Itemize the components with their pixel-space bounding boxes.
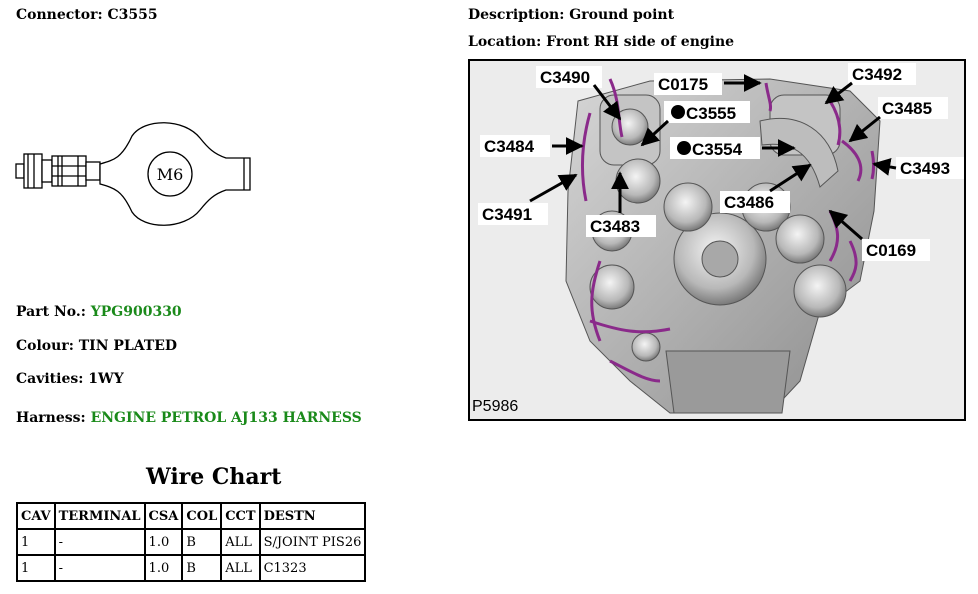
colour-line: Colour: TIN PLATED	[16, 338, 177, 354]
callout-c3490: C3490	[536, 66, 622, 121]
connector-value: C3555	[107, 7, 158, 23]
harness-line: Harness: ENGINE PETROL AJ133 HARNESS	[16, 410, 362, 426]
wire-chart-table: CAV TERMINAL CSA COL CCT DESTN 1 - 1.0 B…	[16, 502, 367, 582]
engine-location-diagram: C3490 C0175 C3492 C3555 C3485	[468, 59, 966, 421]
svg-text:C0169: C0169	[866, 241, 916, 260]
svg-text:C3484: C3484	[484, 137, 535, 156]
engine-harness	[581, 78, 875, 383]
callout-c0169: C0169	[828, 209, 930, 261]
callout-c3554: C3554	[670, 137, 796, 159]
engine-illustration: C3490 C0175 C3492 C3555 C3485	[478, 63, 964, 414]
callout-c3491: C3491	[478, 173, 578, 225]
callout-c3486: C3486	[720, 163, 812, 213]
table-header-row: CAV TERMINAL CSA COL CCT DESTN	[16, 502, 367, 530]
cell-cav: 1	[16, 528, 56, 556]
column-header-cct: CCT	[220, 502, 261, 530]
svg-text:C3485: C3485	[882, 99, 932, 118]
harness-label: Harness:	[16, 410, 86, 426]
callout-c3484: C3484	[480, 135, 584, 157]
cavities-line: Cavities: 1WY	[16, 371, 124, 387]
part-number-line: Part No.: YPG900330	[16, 304, 182, 320]
table-row: 1 - 1.0 B ALL C1323	[16, 554, 367, 582]
callout-c3555: C3555	[640, 101, 750, 147]
cavities-label: Cavities:	[16, 371, 84, 387]
highlight-dot	[671, 105, 685, 119]
column-header-csa: CSA	[143, 502, 184, 530]
cell-col: B	[181, 528, 223, 556]
svg-text:C3490: C3490	[540, 68, 590, 87]
cell-destn: C1323	[258, 554, 367, 582]
location-line: Location: Front RH side of engine	[468, 34, 734, 50]
picture-code: P5986	[472, 398, 519, 415]
svg-text:C0175: C0175	[658, 75, 708, 94]
callout-c0175: C0175	[654, 73, 762, 95]
description-line: Description: Ground point	[468, 7, 674, 23]
cell-csa: 1.0	[143, 528, 184, 556]
svg-text:C3492: C3492	[852, 65, 902, 84]
part-number-link[interactable]: YPG900330	[90, 304, 182, 320]
highlight-dot	[677, 141, 691, 155]
svg-text:C3486: C3486	[724, 193, 774, 212]
svg-text:C3493: C3493	[900, 159, 950, 178]
cell-cav: 1	[16, 554, 56, 582]
location-label: Location:	[468, 34, 542, 50]
callouts: C3490 C0175 C3492 C3555 C3485	[478, 63, 964, 261]
cavities-value: 1WY	[88, 371, 124, 387]
callout-c3483: C3483	[586, 171, 656, 237]
connector-label: Connector:	[16, 7, 103, 23]
cell-destn: S/JOINT PIS26	[258, 528, 367, 556]
colour-value: TIN PLATED	[78, 338, 178, 354]
table-row: 1 - 1.0 B ALL S/JOINT PIS26	[16, 528, 367, 556]
column-header-destn: DESTN	[258, 502, 367, 530]
column-header-col: COL	[181, 502, 223, 530]
location-value: Front RH side of engine	[546, 34, 735, 50]
callout-c3493: C3493	[872, 157, 964, 179]
cell-terminal: -	[53, 528, 146, 556]
callout-c3492: C3492	[824, 63, 916, 105]
svg-text:C3491: C3491	[482, 205, 532, 224]
cell-terminal: -	[53, 554, 146, 582]
svg-text:C3483: C3483	[590, 217, 640, 236]
svg-text:C3554: C3554	[692, 140, 743, 159]
svg-text:C3555: C3555	[686, 104, 736, 123]
description-value: Ground point	[569, 7, 675, 23]
wire-chart-title: Wire Chart	[146, 464, 282, 490]
column-header-cav: CAV	[16, 502, 56, 530]
stud-size-label: M6	[157, 165, 184, 184]
connector-heading: Connector: C3555	[16, 7, 158, 23]
cell-cct: ALL	[220, 528, 261, 556]
cell-col: B	[181, 554, 223, 582]
cell-cct: ALL	[220, 554, 261, 582]
colour-label: Colour:	[16, 338, 74, 354]
callout-c3485: C3485	[848, 97, 948, 143]
ring-terminal-drawing: M6	[15, 122, 251, 226]
cell-csa: 1.0	[143, 554, 184, 582]
part-number-label: Part No.:	[16, 304, 86, 320]
description-label: Description:	[468, 7, 565, 23]
column-header-terminal: TERMINAL	[53, 502, 146, 530]
harness-link[interactable]: ENGINE PETROL AJ133 HARNESS	[90, 410, 362, 426]
